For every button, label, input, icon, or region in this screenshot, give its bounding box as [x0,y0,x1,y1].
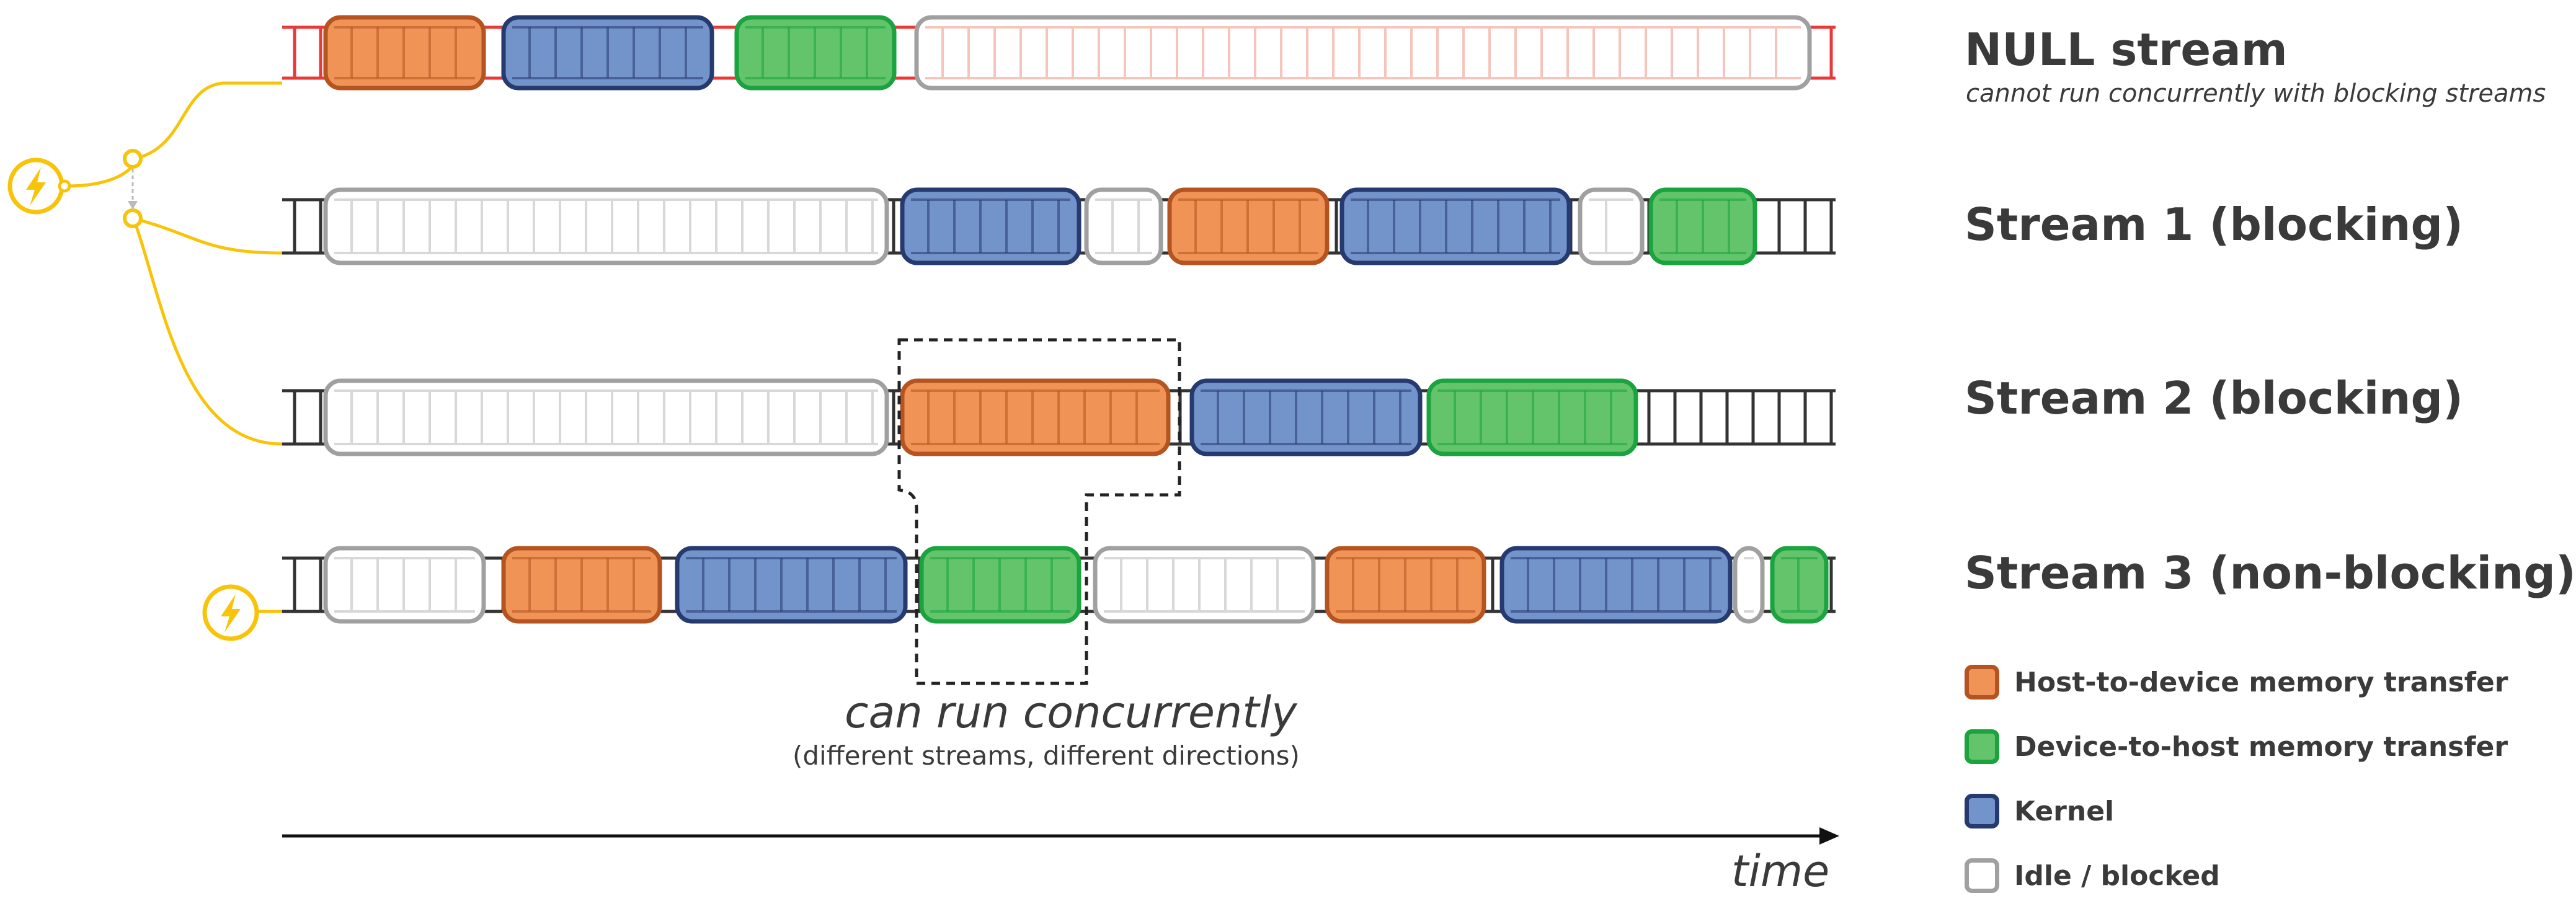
lightning-bolt-glyph [221,594,241,633]
segment-host-to-device [900,378,1171,456]
segment-device-to-host [1426,378,1638,456]
segment-fill [1095,548,1313,621]
segment-border [1093,546,1316,624]
segment-kernel [900,187,1081,265]
segment-border [323,546,486,624]
stream-row-stream3 [282,546,1836,624]
segment-border [1499,546,1733,624]
segment-idle [1093,546,1316,624]
segment-fill [902,190,1079,263]
segment-fill [1580,190,1642,263]
segment-fill [677,548,905,621]
segment-idle [323,187,889,265]
segment-kernel [501,15,714,91]
segment-border [1770,546,1829,624]
segment-border [1578,187,1645,265]
segment-idle [1084,187,1163,265]
event-wire-stream1 [133,216,283,255]
segment-kernel [1339,187,1571,265]
segment-border [1339,187,1571,265]
segment-device-to-host [1648,187,1757,265]
segment-border [734,15,897,91]
segment-fill [1192,381,1420,454]
event-node [123,149,143,169]
segment-fill [902,381,1168,454]
segment-border [1648,187,1757,265]
segment-host-to-device [1167,187,1330,265]
event-node [123,208,143,228]
lightning-bolt-icon [7,158,64,215]
event-connector [58,179,71,193]
event-wire-null-stream [133,81,282,161]
segment-border [675,546,908,624]
segment-border [1084,187,1163,265]
stream-row-null [282,15,1836,91]
segment-host-to-device [501,546,662,624]
segment-border [919,546,1081,624]
segment-border [900,378,1171,456]
segment-border [1325,546,1486,624]
segment-idle [1578,187,1645,265]
segment-fill [1502,548,1730,621]
segment-idle [323,546,486,624]
segment-host-to-device [323,15,486,91]
segment-device-to-host [919,546,1081,624]
segment-fill [326,381,887,454]
stream-row-stream2 [282,378,1836,456]
segment-fill [1086,190,1161,263]
segment-device-to-host [1770,546,1829,624]
segment-fill [326,190,887,263]
segment-fill [1342,190,1569,263]
event-wire-stream2 [131,218,283,446]
segment-idle [1733,546,1765,624]
lightning-bolt-icon [202,584,259,641]
event-dotted-arrowhead [128,201,138,210]
segment-kernel [1499,546,1733,624]
segment-fill [1735,548,1762,621]
segment-idle [323,378,889,456]
segment-device-to-host [734,15,897,91]
segment-border [323,15,486,91]
segment-kernel [675,546,908,624]
stream-row-stream1 [282,187,1836,265]
segment-kernel [1189,378,1423,456]
segment-border [914,15,1812,91]
lightning-bolt-glyph [26,167,46,206]
segment-border [501,546,662,624]
segment-border [323,187,889,265]
segment-border [501,15,714,91]
segment-border [900,187,1081,265]
concurrency-callout-outline [897,338,1181,685]
segment-border [1733,546,1765,624]
segment-host-to-device [1325,546,1486,624]
time-axis-arrowhead [1819,827,1839,845]
segment-border [1189,378,1423,456]
segment-border [1426,378,1638,456]
segment-border [1167,187,1330,265]
segment-border [323,378,889,456]
segment-fill [917,17,1810,88]
